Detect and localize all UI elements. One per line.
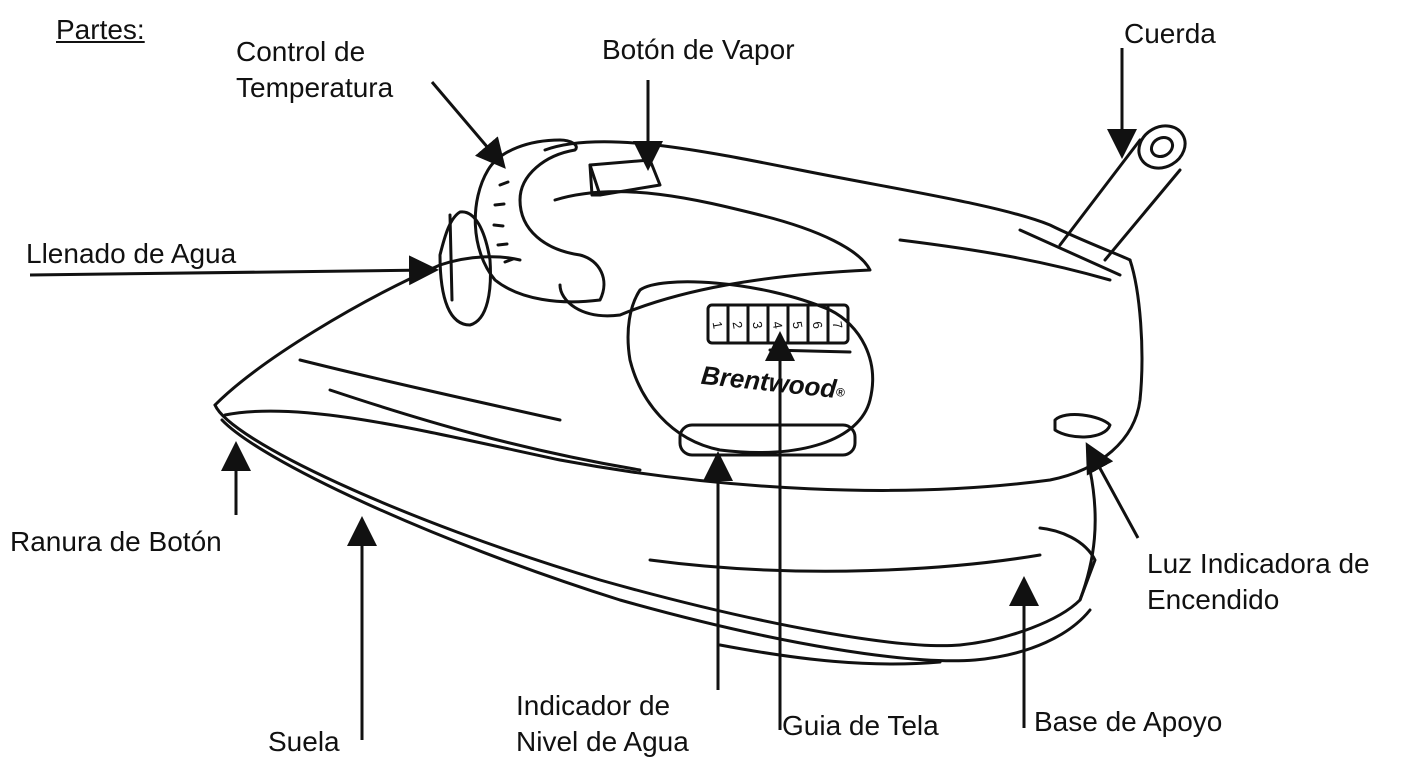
iron-body-upper — [223, 258, 1144, 492]
fabric-scale-digit: 7 — [829, 320, 845, 330]
fabric-scale-digit: 3 — [749, 320, 765, 330]
soleplate-edge — [220, 418, 1092, 663]
display-panel — [626, 280, 875, 454]
label-ranura-boton: Ranura de Botón — [10, 526, 222, 557]
parts-title: Partes: — [56, 14, 145, 45]
water-fill-cap — [438, 210, 492, 327]
arrow-luz-indicadora — [1085, 442, 1140, 539]
cord-tube-left — [1058, 138, 1142, 247]
brand-registered-mark: ® — [835, 385, 845, 400]
handle-grip — [898, 238, 1112, 282]
brand-logo-text: Brentwood® — [700, 360, 847, 405]
water-level-window — [678, 423, 857, 457]
cord-sleeve — [1018, 228, 1122, 277]
iron-shell-line3 — [648, 553, 1042, 573]
iron-body-side — [1078, 468, 1097, 602]
fabric-guide-marker — [768, 348, 852, 354]
cord-tube-right — [1103, 168, 1182, 262]
fabric-scale-digit: 4 — [769, 320, 785, 330]
label-luz-indicadora: Luz Indicadora de Encendido — [1147, 548, 1370, 615]
fabric-scale-digit: 1 — [709, 320, 725, 330]
handle-inner — [553, 190, 872, 318]
dial-ticks — [492, 180, 515, 264]
label-cuerda: Cuerda — [1124, 18, 1216, 49]
steam-button — [588, 158, 662, 197]
label-control-temperatura: Control de Temperatura — [236, 36, 394, 103]
fabric-scale-digit: 2 — [729, 320, 745, 330]
label-base-apoyo: Base de Apoyo — [1034, 706, 1223, 737]
fabric-scale-digit: 6 — [809, 320, 825, 330]
label-suela: Suela — [268, 726, 340, 757]
label-boton-vapor: Botón de Vapor — [602, 34, 795, 65]
iron-body-outline — [213, 255, 522, 407]
iron-shell-line2 — [328, 388, 642, 472]
arrow-llenado-agua — [29, 255, 439, 286]
arrow-control-temperatura — [430, 81, 506, 169]
label-indicador-nivel: Indicador de Nivel de Agua — [516, 690, 689, 757]
temperature-dial — [473, 138, 606, 304]
label-guia-tela: Guia de Tela — [782, 710, 939, 741]
power-light — [1053, 413, 1112, 439]
label-arrows — [29, 48, 1140, 740]
iron-shell-line — [298, 358, 562, 422]
brand-logo-group: Brentwood® — [700, 360, 847, 405]
cord-end — [1137, 124, 1187, 170]
fabric-scale-digit: 5 — [789, 320, 805, 330]
label-llenado-agua: Llenado de Agua — [26, 238, 237, 269]
soleplate-bottom — [718, 643, 942, 666]
